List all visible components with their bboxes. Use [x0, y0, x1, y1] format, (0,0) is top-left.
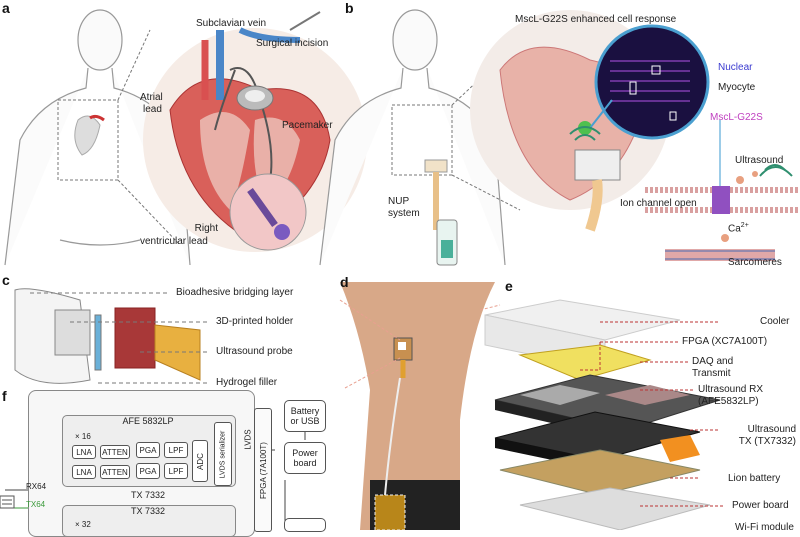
cell-membrane: [645, 120, 800, 261]
label-x16: × 16: [75, 432, 91, 441]
label-ca: Ca2+: [728, 222, 749, 235]
label-sarcomeres: Sarcomeres: [728, 257, 782, 268]
label-subclavian: Subclavian vein: [196, 18, 267, 29]
heart-illustration-a: [143, 11, 367, 252]
label-x32: × 32: [75, 520, 91, 529]
heart-zoom-box-a: [57, 99, 119, 181]
label-myocyte: Myocyte: [718, 82, 756, 93]
panel-label-f: f: [2, 388, 7, 404]
block-fpga: FPGA (7A100T): [254, 408, 272, 532]
panel-c-device: [14, 288, 201, 384]
label-ventricular-lead: ventricular lead: [140, 236, 208, 247]
block-lna-1: LNA: [72, 445, 96, 459]
label-afe: AFE 5832LP: [122, 416, 174, 426]
label-ion-channel: Ion channel open: [620, 198, 697, 209]
block-pga-1: PGA: [136, 442, 160, 458]
block-pga-2: PGA: [136, 463, 160, 479]
block-lna-2: LNA: [72, 465, 96, 479]
label-right: Right: [194, 223, 218, 234]
label-tx-chip: TX (TX7332): [738, 436, 796, 447]
label-rx-chip: (AFE5832LP): [698, 396, 759, 407]
label-nup-system: system: [388, 208, 420, 219]
panel-label-b: b: [345, 0, 354, 16]
block-atten-2: ATTEN: [100, 465, 130, 479]
label-rx64: RX64: [26, 482, 47, 491]
label-atrial-lead: lead: [143, 104, 162, 115]
label-power-board-e: Power board: [732, 500, 789, 511]
label-probe: Ultrasound probe: [216, 346, 293, 357]
block-lpf-2: LPF: [164, 463, 188, 479]
block-lvds-serializer: LVDS serializer: [214, 422, 232, 486]
label-lion: Lion battery: [728, 473, 781, 484]
label-daq: DAQ and: [692, 356, 734, 367]
heart-zoom-box-b: [391, 104, 453, 176]
panel-label-a: a: [2, 0, 10, 16]
heart-illustration-b: [470, 10, 710, 232]
panel-label-c: c: [2, 272, 10, 288]
panel-label-d: d: [340, 274, 349, 290]
label-tx: Ultrasound: [747, 424, 796, 435]
label-nup: NUP: [388, 196, 410, 207]
label-tx7332-b: TX 7332: [130, 506, 166, 516]
label-bioadhesive: Bioadhesive bridging layer: [176, 287, 294, 298]
label-mscl-title: MscL-G22S enhanced cell response: [515, 14, 677, 25]
label-holder: 3D-printed holder: [216, 316, 294, 327]
label-atrial: Atrial: [140, 92, 163, 103]
label-incision: Surgical incision: [256, 38, 329, 49]
label-nuclear: Nuclear: [718, 62, 753, 73]
block-adc: ADC: [192, 440, 208, 482]
label-rx: Ultrasound RX: [698, 384, 764, 395]
panel-e-exploded: [484, 299, 721, 530]
label-mscl: MscL-G22S: [710, 112, 763, 123]
label-wifi: Wi-Fi module: [735, 522, 794, 533]
label-tx7332-a: TX 7332: [130, 490, 166, 500]
label-transmit: Transmit: [692, 368, 731, 379]
block-lpf-1: LPF: [164, 442, 188, 458]
label-ultrasound-b: Ultrasound: [735, 155, 784, 166]
label-hydrogel: Hydrogel filler: [216, 377, 278, 388]
panel-d-photo: [330, 282, 501, 530]
label-tx64: TX64: [26, 500, 46, 509]
label-fpga-e: FPGA (XC7A100T): [682, 336, 768, 347]
panel-label-e: e: [505, 278, 513, 294]
label-pacemaker: Pacemaker: [282, 120, 333, 131]
block-atten-1: ATTEN: [100, 445, 130, 459]
label-cooler: Cooler: [760, 316, 790, 327]
